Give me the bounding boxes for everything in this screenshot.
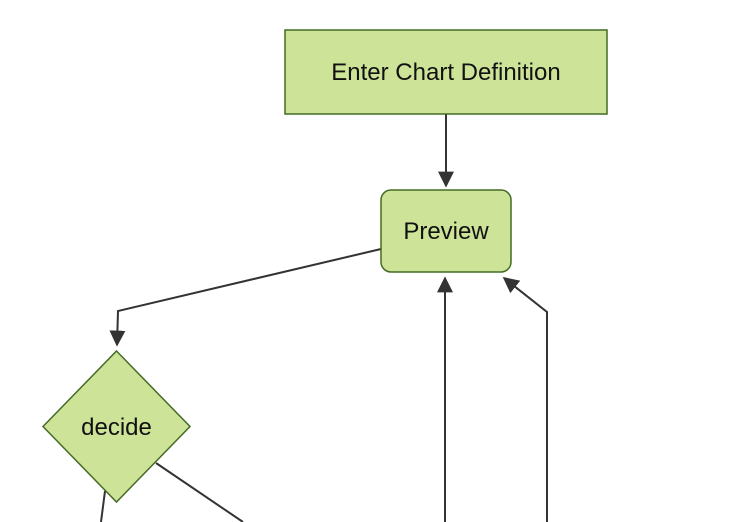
preview-label: Preview	[403, 218, 489, 245]
enter-chart-definition-box	[284, 29, 608, 115]
decide-diamond	[41, 349, 192, 504]
enter-chart-definition-label: Enter Chart Definition	[331, 59, 560, 86]
preview-box	[380, 189, 512, 273]
edge-preview-to-decide	[109, 248, 382, 347]
node-decide: decide	[41, 349, 192, 504]
node-enter-chart-definition: Enter Chart Definition	[284, 29, 608, 115]
decide-label: decide	[81, 414, 152, 441]
edge-decide-to-offscreen-left	[100, 490, 106, 522]
edge-bottom-right-to-preview	[502, 277, 548, 522]
edge-decide-to-offscreen-right	[155, 462, 244, 522]
node-preview: Preview	[380, 189, 512, 273]
